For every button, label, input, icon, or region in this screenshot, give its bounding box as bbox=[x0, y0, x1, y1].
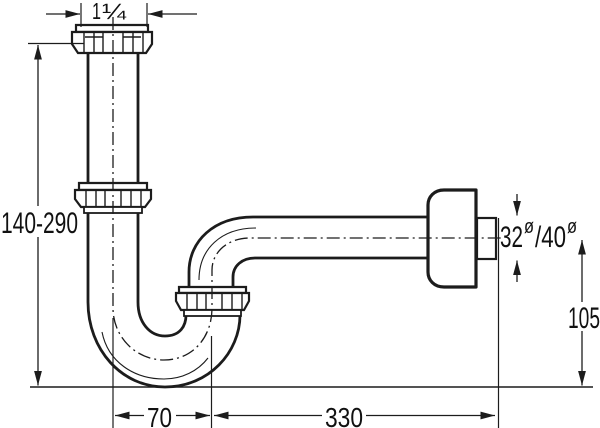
inlet-pipe-inner bbox=[136, 30, 188, 338]
outlet-diameter-label: 32ø/40ø bbox=[500, 216, 577, 254]
dim-outlet-diameter: 32ø/40ø bbox=[500, 194, 577, 282]
center-line bbox=[112, 17, 503, 361]
elbow-contour bbox=[198, 227, 257, 281]
dim-inlet-size: 1¼ bbox=[46, 0, 197, 27]
height-range-label: 140-290 bbox=[1, 207, 78, 240]
elbow-pipe-outer bbox=[187, 215, 430, 286]
inlet-size-label: 1¼ bbox=[92, 0, 127, 24]
lower-nut-band bbox=[73, 188, 153, 209]
outlet-length-label: 330 bbox=[325, 402, 363, 428]
u-bend-contour bbox=[101, 331, 209, 380]
outlet-nut-band bbox=[174, 291, 251, 312]
dim-outlet-height: 105 bbox=[568, 240, 600, 386]
dim-trap-offset: 70 bbox=[115, 402, 210, 428]
extension-lines bbox=[112, 218, 500, 428]
outlet-nut-knurl-ribs bbox=[186, 294, 243, 309]
elbow-pipe-inner bbox=[231, 256, 430, 286]
trap-offset-label: 70 bbox=[147, 402, 172, 428]
dim-height-range: 140-290 bbox=[1, 42, 84, 386]
inlet-nut-knurl-ribs bbox=[83, 33, 144, 52]
dim-outlet-length: 330 bbox=[214, 402, 495, 428]
lower-nut-knurl-ribs bbox=[85, 191, 142, 206]
inlet-nut bbox=[70, 23, 154, 55]
outlet-height-label: 105 bbox=[568, 302, 600, 335]
